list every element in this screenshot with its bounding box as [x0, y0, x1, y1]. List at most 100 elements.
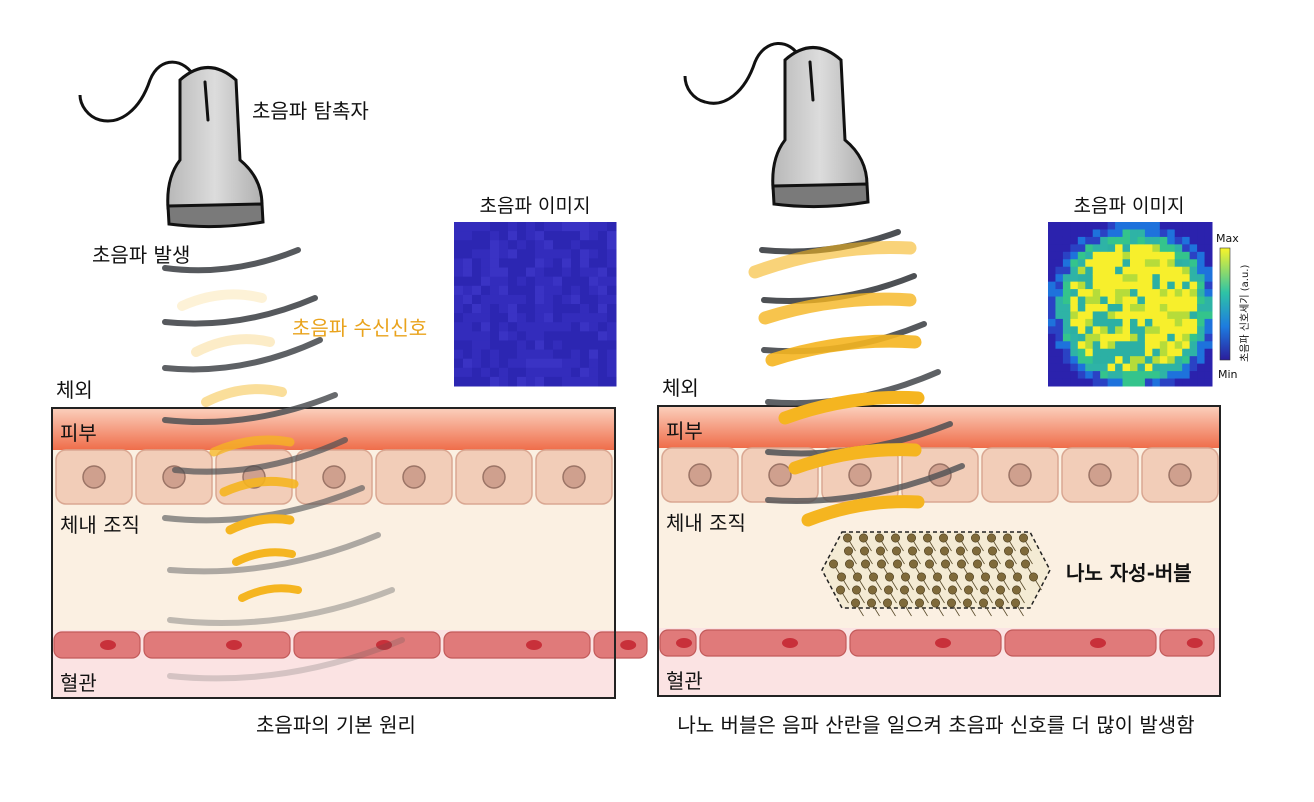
image-pixel — [463, 294, 473, 305]
image-pixel — [1137, 326, 1146, 335]
image-pixel — [544, 231, 554, 241]
image-pixel — [589, 276, 599, 287]
image-pixel — [1115, 259, 1124, 268]
image-pixel — [1197, 244, 1206, 253]
image-pixel — [1174, 356, 1183, 365]
image-pixel — [454, 267, 464, 278]
image-pixel — [1159, 304, 1168, 312]
nano-bubble — [828, 559, 838, 569]
image-pixel — [1055, 326, 1064, 335]
image-pixel — [1048, 229, 1056, 238]
nano-bubble — [858, 533, 868, 543]
image-pixel — [1055, 333, 1064, 342]
image-pixel — [1122, 378, 1131, 387]
image-pixel — [1070, 236, 1079, 245]
image-pixel — [580, 349, 590, 360]
image-pixel — [1048, 333, 1056, 342]
image-pixel — [562, 276, 572, 287]
nano-bubble — [850, 598, 860, 608]
image-pixel — [463, 340, 473, 351]
image-pixel — [1122, 259, 1131, 268]
image-pixel — [1189, 333, 1198, 342]
image-pixel — [1189, 326, 1198, 335]
image-pixel — [526, 294, 536, 305]
image-pixel — [1070, 356, 1079, 365]
image-pixel — [1189, 378, 1198, 387]
image-pixel — [454, 240, 464, 250]
image-pixel — [1182, 371, 1191, 380]
image-pixel — [1159, 229, 1168, 238]
image-pixel — [1152, 251, 1161, 260]
vessel-nucleus — [935, 638, 951, 648]
image-pixel — [1085, 222, 1094, 230]
image-pixel — [1182, 378, 1191, 387]
nano-bubble — [916, 572, 926, 582]
left-panel: 초음파 이미지 초음파 탐촉자 초음파 발생 초음파 수신신호 체외 피부 체내… — [51, 60, 648, 737]
image-pixel — [1062, 251, 1071, 260]
image-pixel — [1070, 289, 1079, 298]
image-pixel — [1159, 348, 1168, 357]
image-pixel — [526, 313, 536, 323]
emitted-wave — [162, 392, 338, 426]
image-pixel — [1062, 236, 1071, 245]
image-pixel — [499, 276, 509, 287]
image-pixel — [580, 331, 590, 341]
image-pixel — [1115, 341, 1124, 350]
image-pixel — [1107, 222, 1116, 230]
image-pixel — [1077, 356, 1086, 365]
nano-bubble — [1018, 533, 1028, 543]
image-pixel — [1107, 371, 1116, 380]
image-pixel — [562, 222, 572, 232]
image-pixel — [1130, 236, 1138, 245]
image-pixel — [1137, 222, 1146, 230]
image-pixel — [535, 304, 545, 314]
image-pixel — [1100, 289, 1109, 298]
nano-bubble — [859, 546, 869, 556]
image-pixel — [607, 322, 617, 332]
image-pixel — [1159, 281, 1168, 290]
image-pixel — [1100, 229, 1109, 238]
image-pixel — [598, 276, 608, 287]
image-pixel — [1159, 251, 1168, 260]
image-pixel — [1182, 326, 1191, 335]
image-pixel — [508, 358, 518, 369]
image-pixel — [1070, 266, 1079, 275]
image-pixel — [1077, 229, 1086, 238]
image-pixel — [535, 349, 545, 360]
image-pixel — [1055, 289, 1064, 298]
image-pixel — [607, 267, 617, 278]
image-pixel — [1085, 304, 1094, 312]
image-pixel — [1197, 371, 1206, 380]
right-panel: 초음파 이미지 Max Min 초음파 신호세기 (a.u.) 체외 피부 체내… — [657, 42, 1251, 737]
image-pixel — [1204, 281, 1213, 290]
image-pixel — [1167, 348, 1176, 357]
nano-bubble — [922, 533, 932, 543]
image-pixel — [526, 349, 536, 360]
image-pixel — [1144, 363, 1153, 372]
image-pixel — [481, 313, 491, 323]
image-pixel — [571, 285, 581, 296]
image-pixel — [553, 304, 563, 314]
image-pixel — [1092, 222, 1101, 230]
image-pixel — [1100, 244, 1109, 253]
image-pixel — [1062, 281, 1071, 290]
image-pixel — [1085, 371, 1094, 380]
image-pixel — [1159, 222, 1168, 230]
image-pixel — [463, 313, 473, 323]
image-pixel — [1055, 311, 1064, 320]
image-pixel — [526, 285, 536, 296]
cell-nucleus — [482, 465, 506, 489]
image-pixel — [1130, 259, 1138, 268]
image-pixel — [499, 322, 509, 332]
colorbar — [1219, 247, 1231, 361]
image-pixel — [1159, 259, 1168, 268]
image-pixel — [490, 340, 500, 351]
nano-bubble — [908, 559, 918, 569]
image-pixel — [499, 222, 509, 232]
image-pixel — [508, 322, 518, 332]
image-pixel — [481, 267, 491, 278]
image-pixel — [517, 322, 527, 332]
image-pixel — [571, 376, 581, 387]
image-pixel — [1100, 348, 1109, 357]
image-pixel — [571, 340, 581, 351]
